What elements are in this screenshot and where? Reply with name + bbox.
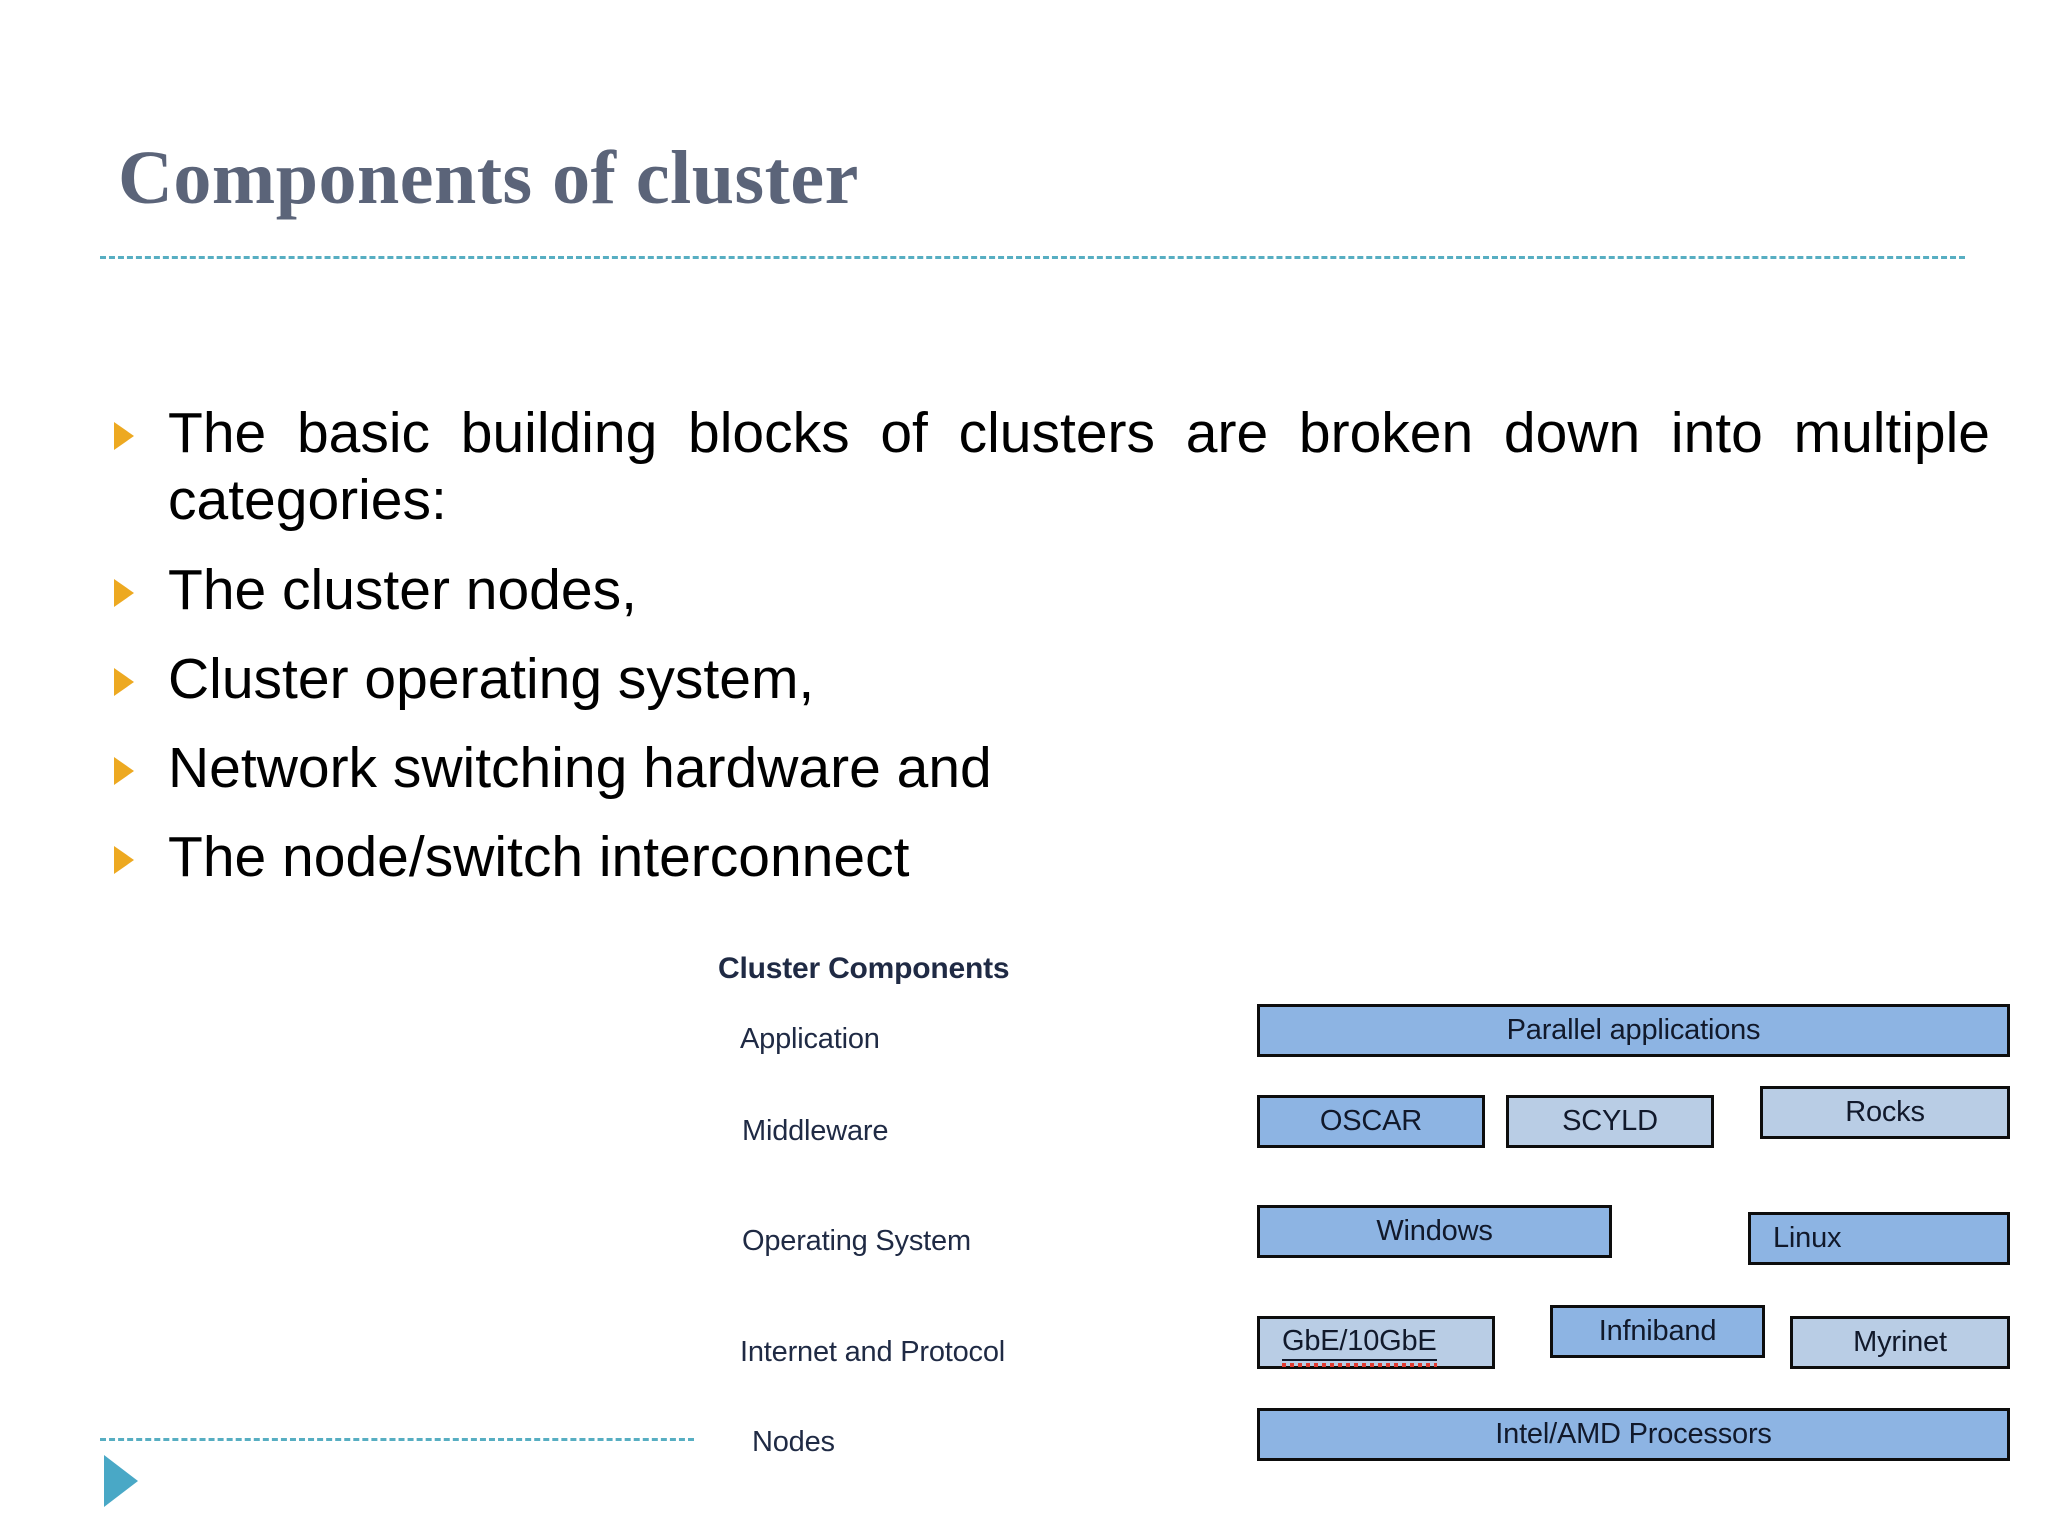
triangle-bullet-icon xyxy=(114,422,134,450)
diagram-layer-label-internet-and-protocol: Internet and Protocol xyxy=(740,1336,1006,1368)
diagram-box-infniband[interactable]: Infniband xyxy=(1550,1305,1765,1358)
diagram-box-oscar[interactable]: OSCAR xyxy=(1257,1095,1485,1148)
list-item-label: The basic building blocks of clusters ar… xyxy=(168,401,1990,533)
diagram-box-label: SCYLD xyxy=(1562,1105,1658,1137)
diagram-box-rocks[interactable]: Rocks xyxy=(1760,1086,2010,1139)
list-item: The cluster nodes, xyxy=(96,557,1976,624)
list-item: Network switching hardware and xyxy=(96,735,1976,802)
diagram-box-myrinet[interactable]: Myrinet xyxy=(1790,1316,2010,1369)
cluster-components-diagram: Cluster Components Application Middlewar… xyxy=(0,930,2048,1490)
list-item-label: Network switching hardware and xyxy=(168,736,992,800)
diagram-box-linux[interactable]: Linux xyxy=(1748,1212,2010,1265)
diagram-box-label: GbE/10GbE xyxy=(1282,1325,1437,1367)
next-slide-triangle-icon[interactable] xyxy=(104,1455,138,1507)
diagram-box-label: Myrinet xyxy=(1853,1326,1947,1358)
diagram-box-label: Windows xyxy=(1376,1215,1493,1247)
diagram-box-label: Intel/AMD Processors xyxy=(1495,1418,1772,1450)
triangle-bullet-icon xyxy=(114,846,134,875)
diagram-heading: Cluster Components xyxy=(718,952,1010,985)
triangle-bullet-icon xyxy=(114,757,134,785)
diagram-layer-label-middleware: Middleware xyxy=(742,1115,889,1147)
list-item: The node/switch interconnect xyxy=(96,824,1976,891)
list-item: The basic building blocks of clusters ar… xyxy=(96,400,1990,535)
diagram-layer-label-application: Application xyxy=(740,1023,880,1055)
list-item-label: Cluster operating system, xyxy=(168,646,815,711)
list-item: Cluster operating system, xyxy=(96,646,1976,713)
diagram-box-label: Parallel applications xyxy=(1506,1014,1761,1046)
list-item-label: The node/switch interconnect xyxy=(168,825,910,890)
diagram-layer-label-operating-system: Operating System xyxy=(742,1225,971,1257)
diagram-box-windows[interactable]: Windows xyxy=(1257,1205,1612,1258)
diagram-layer-label-nodes: Nodes xyxy=(752,1426,835,1458)
triangle-bullet-icon xyxy=(114,578,134,607)
title-divider xyxy=(100,256,1965,259)
diagram-box-label: Rocks xyxy=(1845,1096,1925,1128)
footer-divider xyxy=(100,1438,694,1441)
diagram-box-scyld[interactable]: SCYLD xyxy=(1506,1095,1714,1148)
diagram-box-intel-amd-processors[interactable]: Intel/AMD Processors xyxy=(1257,1408,2010,1461)
diagram-box-label: OSCAR xyxy=(1319,1105,1423,1137)
diagram-box-label: Linux xyxy=(1773,1222,1842,1254)
page-title: Components of cluster xyxy=(118,136,859,220)
triangle-bullet-icon xyxy=(114,667,134,696)
diagram-box-gbe-10gbe[interactable]: GbE/10GbE xyxy=(1257,1316,1495,1369)
list-item-label: The cluster nodes, xyxy=(168,557,637,622)
diagram-box-parallel-applications[interactable]: Parallel applications xyxy=(1257,1004,2010,1057)
diagram-box-label: Infniband xyxy=(1598,1315,1717,1347)
bullet-list: The basic building blocks of clusters ar… xyxy=(96,400,1990,914)
